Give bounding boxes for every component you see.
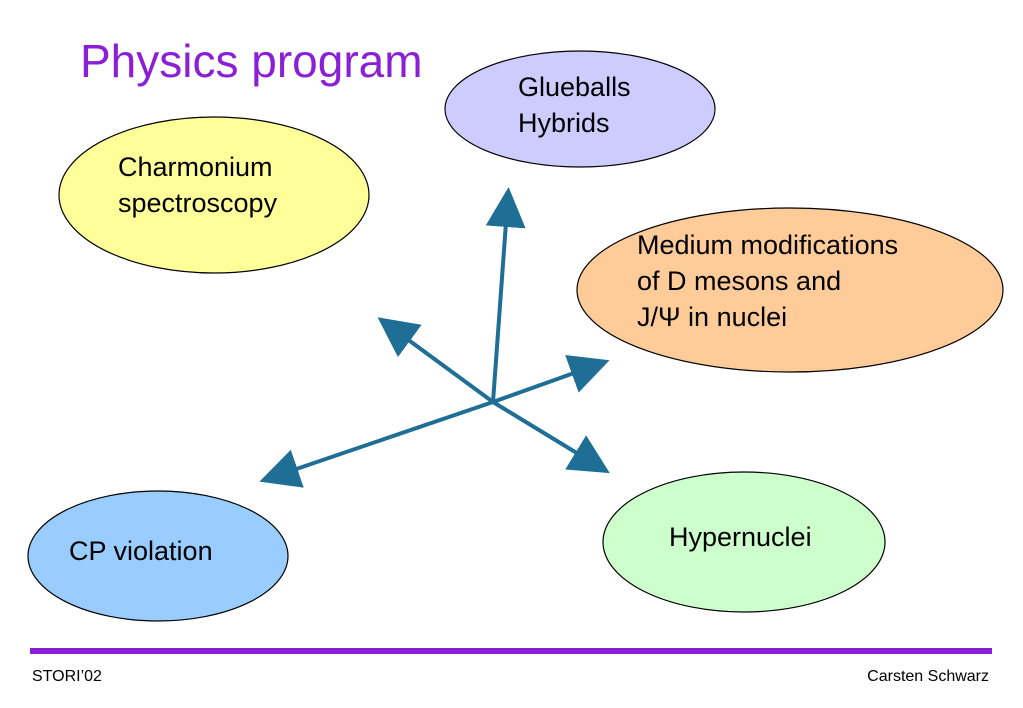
- arrow-to-medium: [492, 354, 610, 404]
- cp-violation-line-1: CP violation: [69, 536, 213, 566]
- medium-modifications-bubble: [576, 207, 1004, 373]
- footer-rule: [30, 648, 992, 654]
- cp-violation-bubble: [27, 490, 289, 622]
- page-title: Physics program: [80, 35, 423, 87]
- arrow-to-glueballs: [485, 187, 526, 403]
- medium-modifications-label: Medium modifications of D mesons and J/Ψ…: [637, 228, 898, 336]
- hypernuclei-line-1: Hypernuclei: [669, 522, 812, 552]
- medium-line-1: Medium modifications: [637, 230, 899, 260]
- hypernuclei-label: Hypernuclei: [669, 520, 812, 556]
- glueballs-line-1: Glueballs: [518, 72, 631, 102]
- arrow-to-cp-violation: [259, 400, 494, 488]
- charmonium-line-2: spectroscopy: [118, 187, 278, 218]
- charmonium-bubble: [58, 116, 370, 274]
- charmonium-line-1: Charmonium: [118, 152, 273, 182]
- footer-left-text: STORI’02: [32, 668, 102, 685]
- footer-right-text: Carsten Schwarz: [867, 668, 989, 685]
- cp-violation-label: CP violation: [69, 534, 213, 570]
- medium-line-2: of D mesons and: [637, 265, 842, 296]
- glueballs-label: Glueballs Hybrids: [518, 70, 631, 142]
- arrow-to-charmonium: [377, 317, 495, 404]
- arrow-to-hypernuclei: [491, 400, 610, 474]
- arrow-group: [259, 187, 610, 488]
- charmonium-label: Charmonium spectroscopy: [118, 150, 277, 222]
- glueballs-line-2: Hybrids: [518, 107, 610, 138]
- medium-line-3: J/Ψ in nuclei: [637, 301, 788, 332]
- glueballs-bubble: [444, 50, 716, 168]
- hypernuclei-bubble: [602, 471, 886, 613]
